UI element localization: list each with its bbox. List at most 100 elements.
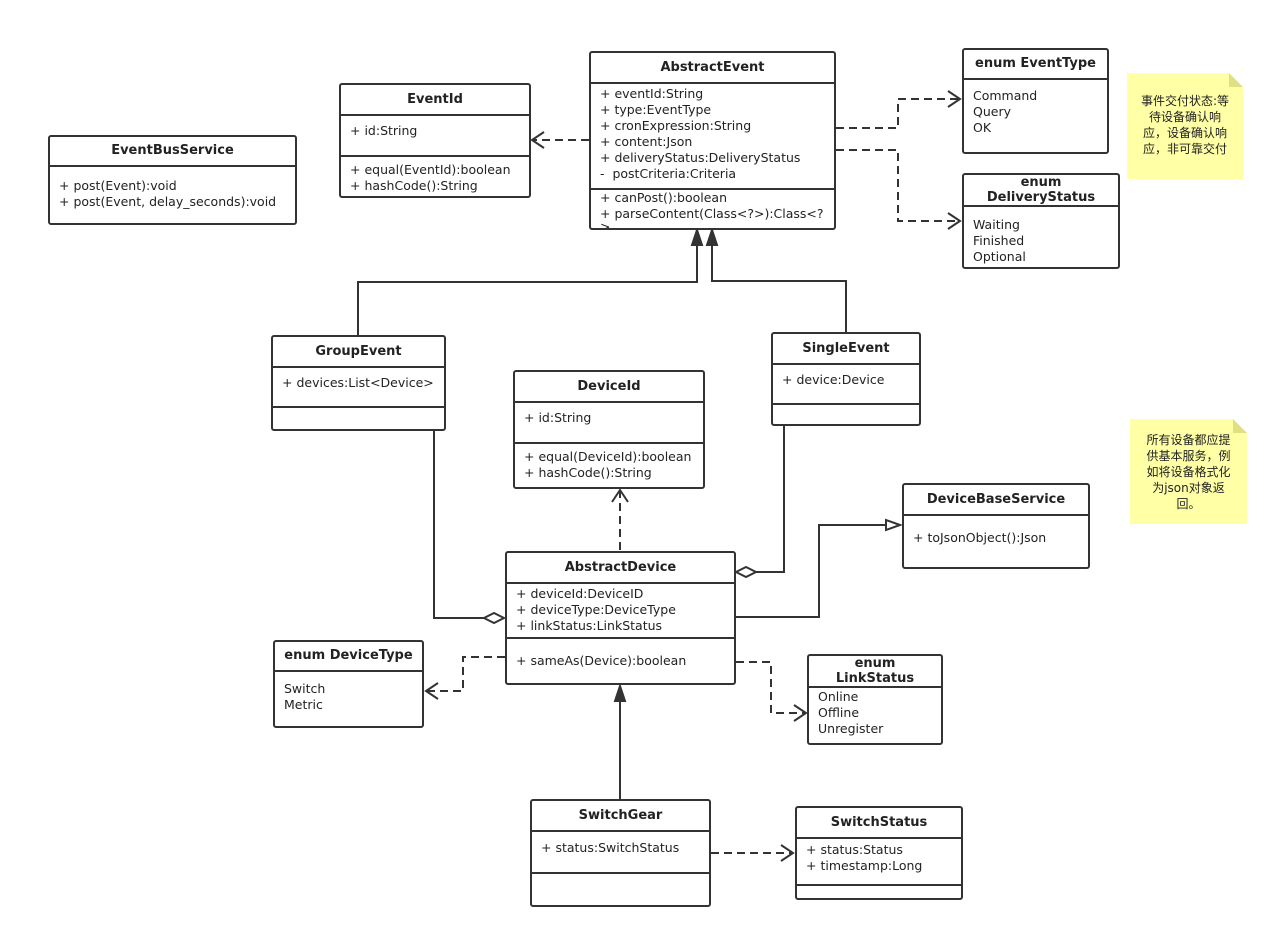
method: + equal(DeviceId):boolean — [524, 449, 692, 464]
arrowhead-deliverystatus — [947, 212, 962, 230]
enum-name: enum LinkStatus — [809, 656, 941, 688]
arrowhead-deviceid — [611, 488, 629, 503]
class-attributes: + id:String — [341, 116, 529, 157]
class-name: SingleEvent — [773, 334, 919, 365]
realization-device-baseservice — [736, 524, 886, 618]
attribute: + timestamp:Long — [806, 858, 923, 873]
class-methods: + post(Event):void + post(Event, delay_s… — [50, 167, 295, 223]
attribute: + deviceType:DeviceType — [516, 602, 676, 617]
class-group-event[interactable]: GroupEvent + devices:List<Device> — [271, 335, 446, 431]
attribute: + device:Device — [782, 372, 885, 387]
diamond-aggregation-singleevent — [733, 565, 759, 579]
class-methods — [273, 408, 444, 429]
note-fold-corner — [1233, 419, 1247, 433]
method: + post(Event, delay_seconds):void — [59, 194, 277, 209]
enum-value: Command — [973, 88, 1038, 103]
class-name: AbstractEvent — [591, 53, 834, 84]
class-methods — [532, 874, 709, 905]
attribute: + id:String — [350, 123, 418, 138]
enum-value: Finished — [973, 233, 1025, 248]
class-name: SwitchStatus — [797, 808, 961, 839]
generalization-groupevent — [357, 244, 698, 335]
class-attributes: + eventId:String + type:EventType + cron… — [591, 84, 834, 190]
class-attributes: + status:Status + timestamp:Long — [797, 839, 961, 886]
class-name: DeviceBaseService — [904, 485, 1088, 516]
enum-name: enum DeviceType — [275, 642, 422, 672]
enum-link-status[interactable]: enum LinkStatus Online Offline Unregiste… — [807, 654, 943, 745]
method: + hashCode():String — [350, 178, 478, 193]
enum-value: Metric — [284, 697, 323, 712]
class-event-bus-service[interactable]: EventBusService + post(Event):void + pos… — [48, 135, 297, 225]
enum-value: Switch — [284, 681, 326, 696]
class-device-id[interactable]: DeviceId + id:String + equal(DeviceId):b… — [513, 370, 705, 489]
enum-value: Query — [973, 104, 1011, 119]
dependency-device-to-linkstatus — [736, 661, 806, 714]
class-methods — [797, 886, 961, 898]
class-name: AbstractDevice — [507, 553, 734, 584]
attribute: + deliveryStatus:DeliveryStatus — [600, 150, 801, 165]
class-methods: + toJsonObject():Json — [904, 516, 1088, 567]
class-methods: + sameAs(Device):boolean — [507, 639, 734, 683]
enum-keyword: enum — [854, 656, 896, 671]
class-abstract-device[interactable]: AbstractDevice + deviceId:DeviceID + dev… — [505, 551, 736, 685]
dependency-device-to-devicetype — [426, 656, 505, 692]
class-methods: + equal(EventId):boolean + hashCode():St… — [341, 157, 529, 196]
method: + hashCode():String — [524, 465, 652, 480]
class-single-event[interactable]: SingleEvent + device:Device — [771, 332, 921, 426]
class-methods — [773, 405, 919, 424]
class-abstract-event[interactable]: AbstractEvent + eventId:String + type:Ev… — [589, 51, 836, 230]
note-line: 所有设备都应提 — [1146, 433, 1231, 447]
arrowhead-generalization-groupevent — [690, 226, 704, 246]
enum-values: Waiting Finished Optional — [964, 207, 1118, 267]
method: + toJsonObject():Json — [913, 530, 1047, 545]
enum-keyword: enum — [1020, 175, 1062, 190]
attribute: + cronExpression:String — [600, 118, 752, 133]
arrowhead-eventid — [530, 131, 545, 149]
enum-value: Waiting — [973, 217, 1020, 232]
note-delivery-status: 事件交付状态:等 待设备确认响 应，设备确认响 应，非可靠交付 — [1127, 73, 1243, 179]
class-name: EventBusService — [50, 137, 295, 167]
enum-device-type[interactable]: enum DeviceType Switch Metric — [273, 640, 424, 728]
arrowhead-realization — [885, 518, 903, 532]
class-attributes: + status:SwitchStatus — [532, 832, 709, 874]
enum-value: Unregister — [818, 721, 884, 736]
arrowhead-generalization-switchgear — [613, 682, 627, 702]
class-switch-status[interactable]: SwitchStatus + status:Status + timestamp… — [795, 806, 963, 900]
class-name: GroupEvent — [273, 337, 444, 368]
class-name: DeviceId — [515, 372, 703, 403]
arrowhead-generalization-singleevent — [705, 226, 719, 246]
note-line: 为json对象返 — [1152, 481, 1225, 495]
attribute: + type:EventType — [600, 102, 712, 117]
enum-title: DeliveryStatus — [986, 190, 1096, 205]
attribute: + devices:List<Device> — [282, 375, 434, 390]
note-device-service: 所有设备都应提 供基本服务，例 如将设备格式化 为json对象返 回。 — [1130, 419, 1247, 524]
attribute: + eventId:String — [600, 86, 704, 101]
arrowhead-eventtype — [947, 90, 962, 108]
aggregation-groupevent-devices — [433, 430, 484, 619]
class-event-id[interactable]: EventId + id:String + equal(EventId):boo… — [339, 83, 531, 198]
enum-value: OK — [973, 120, 992, 135]
note-line: 待设备确认响 — [1148, 110, 1221, 124]
aggregation-singleevent-device — [756, 425, 785, 573]
enum-values: Command Query OK — [964, 80, 1107, 152]
arrowhead-switchstatus — [780, 844, 795, 862]
class-device-base-service[interactable]: DeviceBaseService + toJsonObject():Json — [902, 483, 1090, 569]
note-line: 应，设备确认响 — [1142, 126, 1227, 140]
dependency-event-to-eventtype — [836, 98, 960, 129]
class-attributes: + device:Device — [773, 365, 919, 405]
note-line: 应，非可靠交付 — [1142, 142, 1227, 156]
enum-delivery-status[interactable]: enum DeliveryStatus Waiting Finished Opt… — [962, 173, 1120, 269]
attribute: + id:String — [524, 410, 592, 425]
enum-title: LinkStatus — [835, 671, 915, 686]
dependency-event-to-deliverystatus — [836, 149, 960, 222]
enum-event-type[interactable]: enum EventType Command Query OK — [962, 48, 1109, 154]
enum-value: Optional — [973, 249, 1026, 264]
note-fold-corner — [1229, 73, 1243, 87]
method: + canPost():boolean — [600, 190, 727, 205]
attribute: + status:SwitchStatus — [541, 840, 680, 855]
class-name: EventId — [341, 85, 529, 116]
note-line: 供基本服务，例 — [1146, 449, 1231, 463]
class-switch-gear[interactable]: SwitchGear + status:SwitchStatus — [530, 799, 711, 907]
note-line: 事件交付状态:等 — [1140, 94, 1230, 108]
class-attributes: + id:String — [515, 403, 703, 444]
